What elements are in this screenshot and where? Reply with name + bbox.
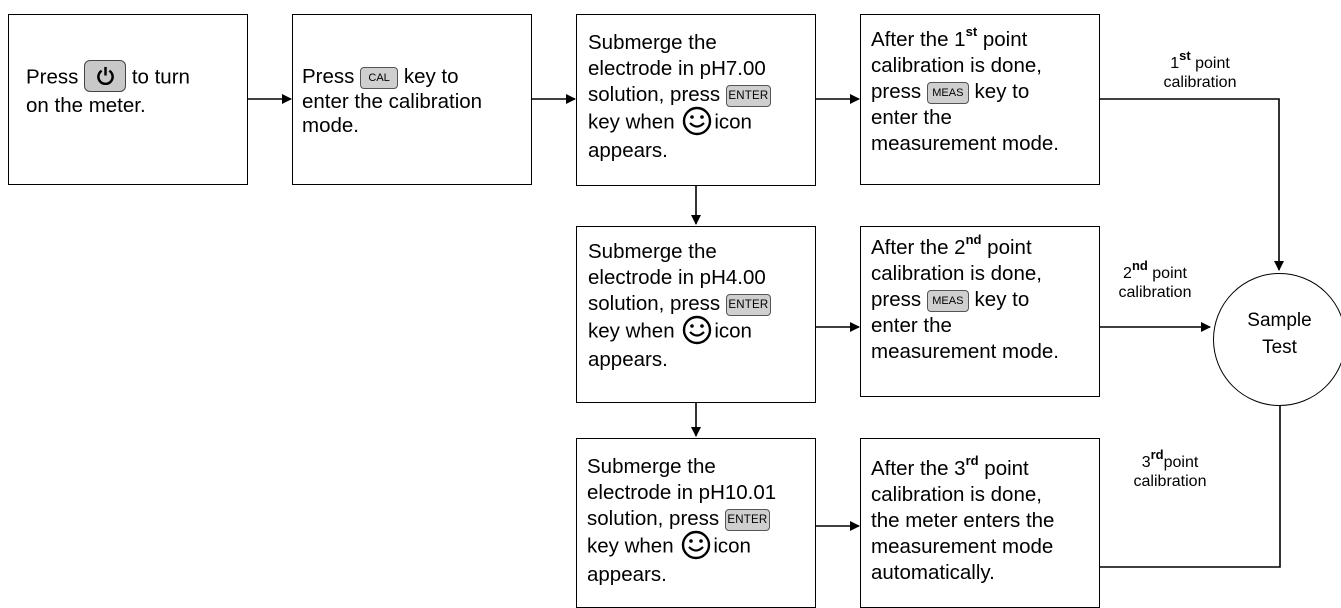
third-point-line2: calibration is done, — [871, 483, 1042, 506]
step-second-point-box: After the 2nd point calibration is done,… — [860, 226, 1100, 397]
label-first-sup: st — [1179, 47, 1191, 63]
step-ph400-box: Submerge the electrode in pH4.00 solutio… — [576, 226, 816, 403]
first-point-line4: enter the — [871, 106, 952, 129]
arrow-step4c-end — [1100, 388, 1285, 568]
step-power-on-text: Press — [26, 65, 79, 89]
label-second-num: 2 — [1123, 265, 1132, 282]
label-first-line2: calibration — [1163, 74, 1237, 91]
smiley-icon — [683, 106, 712, 136]
label-first-point: 1st point calibration — [1140, 49, 1260, 92]
second-point-line1a: After the 2 — [871, 236, 966, 259]
ph400-line4b: icon — [714, 319, 752, 343]
step-cal-text: Press — [302, 65, 355, 88]
smiley-icon — [682, 530, 711, 560]
step-power-on-box: Press to turn on the meter. — [8, 14, 248, 185]
step-cal-text-2: key to — [403, 65, 459, 88]
power-icon — [97, 66, 114, 85]
meas-key: MEAS — [926, 81, 969, 104]
sample-test-line2: Test — [1262, 337, 1297, 358]
enter-key: ENTER — [725, 84, 771, 107]
second-point-line5: measurement mode. — [871, 340, 1060, 363]
ph1001-line3: solution, press — [587, 507, 720, 530]
ph700-line4a: key when — [588, 110, 675, 134]
second-point-line3b: key to — [974, 288, 1030, 311]
label-third-point: 3rdpoint calibration — [1110, 448, 1230, 491]
second-point-line1b: point — [981, 236, 1032, 259]
third-point-line3: the meter enters the — [871, 509, 1055, 532]
power-key — [84, 60, 127, 92]
first-point-line3a: press — [871, 80, 922, 103]
ph700-line4b: icon — [714, 110, 752, 134]
ph700-line5: appears. — [588, 139, 668, 162]
ph1001-line1: Submerge the — [587, 455, 716, 478]
label-second-rest: point — [1147, 265, 1187, 282]
label-third-sup: rd — [1150, 446, 1164, 462]
ph700-line1: Submerge the — [588, 31, 717, 54]
ph400-line1: Submerge the — [588, 240, 717, 263]
ph700-line3: solution, press — [588, 83, 721, 106]
first-point-line3b: key to — [974, 80, 1030, 103]
enter-key: ENTER — [725, 293, 771, 316]
second-point-sup: nd — [965, 232, 982, 248]
ph400-line2: electrode in pH4.00 — [588, 266, 766, 289]
ph1001-line4b: icon — [713, 534, 751, 558]
label-third-num: 3 — [1141, 454, 1151, 471]
step-power-on-text-2: to turn — [131, 65, 190, 89]
label-third-rest: point — [1163, 454, 1199, 471]
ph400-line3: solution, press — [588, 292, 721, 315]
step-cal-text-3: enter the calibration — [302, 89, 483, 113]
cal-key: CAL — [360, 66, 399, 89]
step-ph1001-box: Submerge the electrode in pH10.01 soluti… — [576, 438, 816, 608]
third-point-line1a: After the 3 — [871, 457, 966, 480]
first-point-line1a: After the 1 — [871, 28, 966, 51]
label-second-point: 2nd point calibration — [1095, 259, 1215, 302]
third-point-line1b: point — [978, 457, 1029, 480]
sample-test-node: Sample Test — [1213, 273, 1341, 406]
arrow-step4a-end — [1100, 98, 1284, 271]
first-point-sup: st — [965, 24, 978, 40]
label-first-rest: point — [1190, 55, 1230, 72]
ph700-line2: electrode in pH7.00 — [588, 57, 766, 80]
ph1001-line2: electrode in pH10.01 — [587, 481, 777, 504]
ph1001-line4a: key when — [587, 534, 674, 558]
smiley-icon — [683, 315, 712, 345]
step-power-on-text-3: on the meter. — [26, 94, 146, 117]
label-third-line2: calibration — [1133, 473, 1207, 490]
first-point-line1b: point — [977, 28, 1028, 51]
label-second-line2: calibration — [1118, 284, 1192, 301]
step-calibration-mode-box: Press CAL key to enter the calibration m… — [292, 14, 532, 185]
second-point-line2: calibration is done, — [871, 262, 1042, 285]
third-point-sup: rd — [965, 453, 979, 469]
step-ph700-box: Submerge the electrode in pH7.00 solutio… — [576, 14, 816, 186]
first-point-line2: calibration is done, — [871, 54, 1042, 77]
first-point-line5: measurement mode. — [871, 132, 1060, 155]
third-point-line5: automatically. — [871, 561, 995, 584]
step-third-point-box: After the 3rd point calibration is done,… — [860, 438, 1100, 608]
ph1001-line5: appears. — [587, 563, 667, 586]
sample-test-line1: Sample — [1247, 310, 1312, 331]
step-first-point-box: After the 1st point calibration is done,… — [860, 14, 1100, 185]
label-first-num: 1 — [1170, 55, 1180, 72]
third-point-line4: measurement mode — [871, 535, 1054, 558]
enter-key: ENTER — [724, 508, 770, 531]
meas-key: MEAS — [926, 289, 969, 312]
label-second-sup: nd — [1131, 257, 1148, 273]
second-point-line4: enter the — [871, 314, 952, 337]
step-cal-text-4: mode. — [302, 114, 359, 137]
second-point-line3a: press — [871, 288, 922, 311]
ph400-line5: appears. — [588, 348, 668, 371]
ph400-line4a: key when — [588, 319, 675, 343]
